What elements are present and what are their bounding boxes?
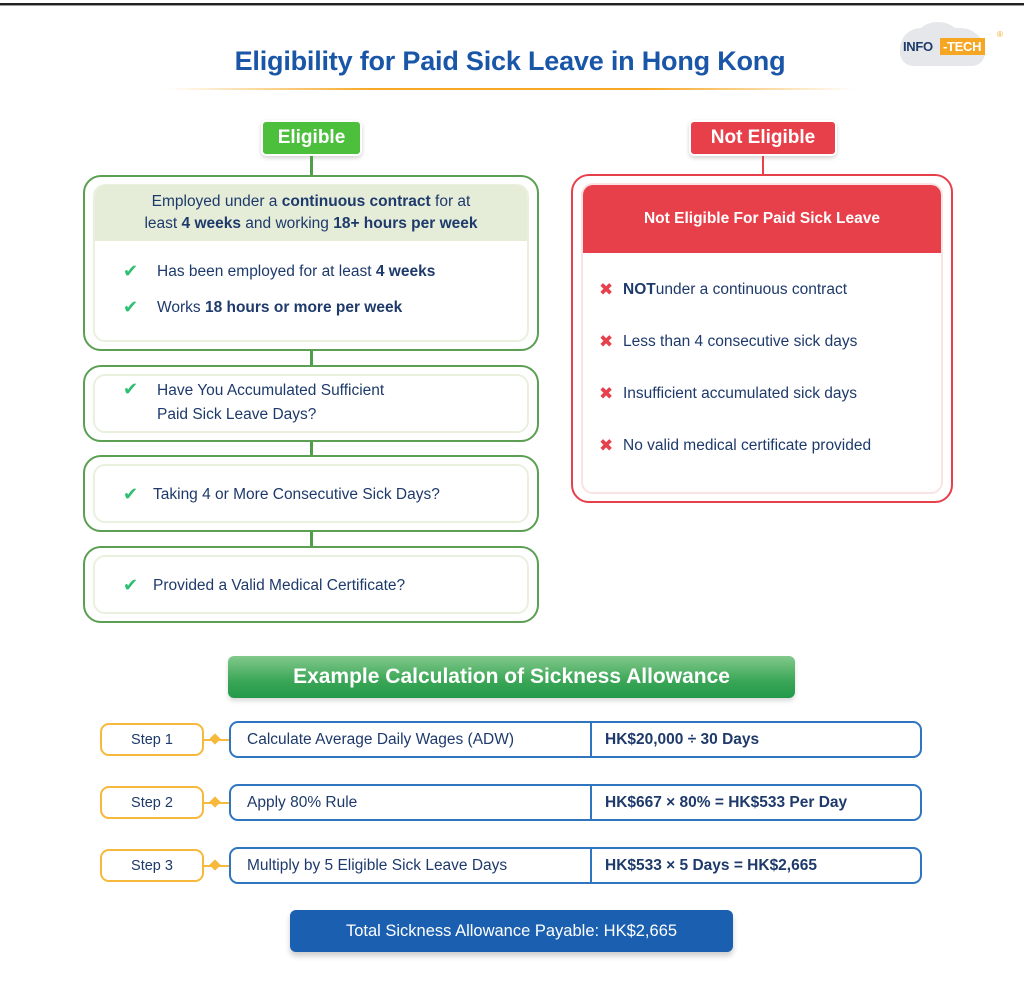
registered-mark: ® <box>997 30 1003 39</box>
diamond-icon <box>209 796 221 808</box>
step-3-label: Step 3 <box>100 849 204 882</box>
step-2-label: Step 2 <box>100 786 204 819</box>
logo-info-text: INFO <box>903 39 933 54</box>
x-icon: ✖ <box>599 384 614 403</box>
check-item: ✔ Provided a Valid Medical Certificate? <box>123 575 406 595</box>
connector-line <box>762 156 764 175</box>
step-1-label: Step 1 <box>100 723 204 756</box>
check-icon: ✔ <box>123 297 139 317</box>
check-item: ✔ Taking 4 or More Consecutive Sick Days… <box>123 484 440 504</box>
medical-certificate-check-box: ✔ Provided a Valid Medical Certificate? <box>83 546 539 623</box>
total-allowance: Total Sickness Allowance Payable: HK$2,6… <box>290 910 733 952</box>
not-eligible-item: ✖ NOT under a continuous contract <box>599 280 848 299</box>
step-value: HK$667 × 80% = HK$533 Per Day <box>605 793 848 811</box>
not-eligible-item: ✖ Less than 4 consecutive sick days <box>599 332 858 351</box>
x-icon: ✖ <box>599 332 614 351</box>
title-underline <box>165 88 855 90</box>
step-description: Calculate Average Daily Wages (ADW) <box>231 723 592 756</box>
step-description: Multiply by 5 Eligible Sick Leave Days <box>231 849 592 882</box>
calculation-title: Example Calculation of Sickness Allowanc… <box>228 656 795 698</box>
step-2-calculation: Apply 80% Rule HK$667 × 80% = HK$533 Per… <box>229 784 922 821</box>
step-3-calculation: Multiply by 5 Eligible Sick Leave Days H… <box>229 847 922 884</box>
criteria-item: ✔ Works 18 hours or more per week <box>123 297 403 317</box>
diamond-icon <box>209 859 221 871</box>
criteria-heading: Employed under a continuous contract for… <box>95 185 527 241</box>
consecutive-days-check-box: ✔ Taking 4 or More Consecutive Sick Days… <box>83 455 539 532</box>
connector-line <box>310 442 313 456</box>
infotech-logo: INFO -TECH ® <box>895 22 1015 68</box>
step-1-calculation: Calculate Average Daily Wages (ADW) HK$2… <box>229 721 922 758</box>
connector-line <box>310 156 313 176</box>
check-icon: ✔ <box>123 484 139 504</box>
not-eligible-box: Not Eligible For Paid Sick Leave ✖ NOT u… <box>571 174 953 503</box>
check-icon: ✔ <box>123 575 139 595</box>
step-value: HK$533 × 5 Days = HK$2,665 <box>605 856 817 874</box>
eligible-label: Eligible <box>261 120 362 156</box>
page-title: Eligibility for Paid Sick Leave in Hong … <box>234 46 786 76</box>
check-icon: ✔ <box>123 379 139 399</box>
not-eligible-item: ✖ No valid medical certificate provided <box>599 436 872 455</box>
not-eligible-item: ✖ Insufficient accumulated sick days <box>599 384 858 403</box>
connector-line <box>310 351 313 366</box>
top-border <box>0 3 1024 6</box>
eligibility-criteria-box: Employed under a continuous contract for… <box>83 175 539 351</box>
x-icon: ✖ <box>599 280 614 299</box>
diamond-icon <box>209 733 221 745</box>
not-eligible-label: Not Eligible <box>689 120 837 156</box>
connector-line <box>310 532 313 547</box>
logo-tech-text: -TECH <box>940 38 986 55</box>
step-value: HK$20,000 ÷ 30 Days <box>605 730 760 748</box>
step-description: Apply 80% Rule <box>231 786 592 819</box>
criteria-item: ✔ Has been employed for at least 4 weeks <box>123 261 436 281</box>
x-icon: ✖ <box>599 436 614 455</box>
check-icon: ✔ <box>123 261 139 281</box>
not-eligible-heading: Not Eligible For Paid Sick Leave <box>583 185 941 253</box>
